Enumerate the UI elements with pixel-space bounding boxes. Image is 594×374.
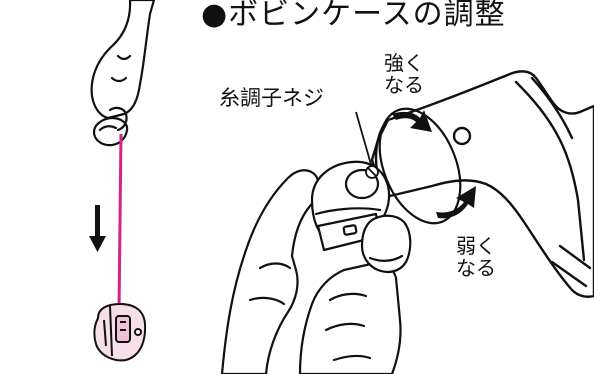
curved-arrow-tighten-icon — [392, 110, 432, 132]
tension-screw — [365, 165, 379, 179]
weaker-label-line-1: 弱く — [456, 234, 496, 258]
pressing-thumb — [360, 214, 412, 273]
screwdriver — [370, 70, 594, 298]
screwdriver-hole — [452, 126, 472, 146]
stronger-label-line-1: 強く — [384, 51, 424, 75]
stronger-label: 強く なる — [384, 52, 424, 97]
diagram-title: ●ボビンケースの調整 — [201, 0, 506, 32]
down-arrow-icon — [89, 205, 106, 252]
right-hands — [220, 169, 402, 374]
thread-line — [117, 133, 123, 313]
bobbin-case-hanging — [93, 303, 147, 362]
thread-tension-screw-label: 糸調子ネジ — [219, 86, 324, 110]
leader-line — [355, 111, 373, 169]
left-hand — [90, 0, 156, 147]
weaker-label-line-2: なる — [456, 256, 496, 281]
weaker-label: 弱く なる — [456, 235, 496, 280]
stronger-label-line-2: なる — [384, 73, 424, 98]
curved-arrow-loosen-icon — [436, 186, 476, 219]
